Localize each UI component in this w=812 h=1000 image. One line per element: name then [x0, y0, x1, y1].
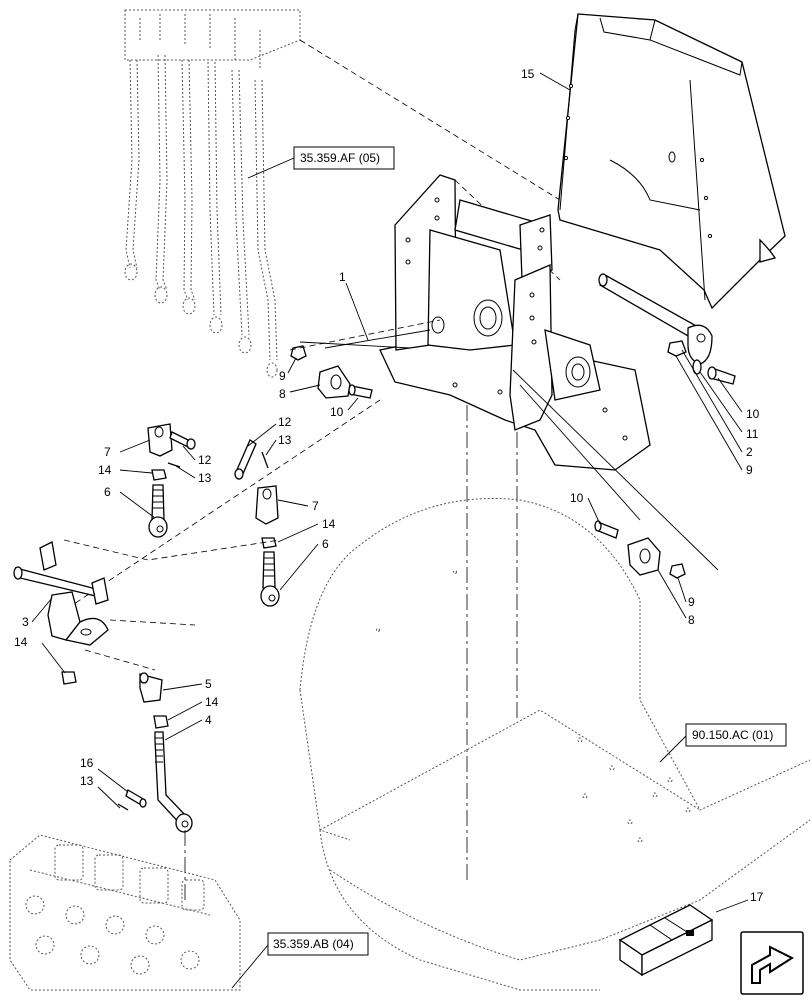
callout-14-left: 14 — [98, 463, 112, 477]
rod-end-left-part-6 — [148, 484, 168, 538]
callout-14-mid: 14 — [322, 517, 336, 531]
callout-10-left: 10 — [330, 405, 344, 419]
callout-6-mid: 6 — [322, 537, 329, 551]
reference-box-top[interactable]: 35.359.AF (05) — [293, 146, 395, 170]
callout-8-left: 8 — [279, 387, 286, 401]
callout-4: 4 — [205, 713, 212, 727]
reference-label-right: 90.150.AC (01) — [692, 728, 773, 742]
clevis-mid-part-7 — [255, 485, 279, 525]
nut-part-14-d — [153, 715, 169, 729]
rod-part-4 — [154, 731, 193, 833]
callout-17: 17 — [750, 890, 764, 904]
nut-right — [669, 563, 686, 579]
callout-9-right-bottom: 9 — [688, 595, 695, 609]
leader-ref-right — [659, 735, 687, 763]
next-page-arrow-icon[interactable] — [740, 931, 804, 995]
flange-bearing-left — [317, 365, 351, 399]
lever-part-3 — [13, 541, 109, 646]
fender-platform-ghost — [299, 497, 811, 991]
pin-part-16 — [125, 789, 147, 808]
callout-16: 16 — [80, 756, 94, 770]
leader-bracket — [299, 341, 411, 349]
leader-right-line2 — [519, 384, 641, 521]
pin-left-part-12 — [169, 431, 196, 450]
clevis-left-part-7 — [147, 423, 173, 457]
cotter-part-13 — [117, 803, 129, 811]
leader-ref-bottom — [231, 944, 269, 989]
phantom-line-lever2 — [109, 619, 196, 626]
cotter-left-part-13 — [167, 462, 181, 468]
callout-5: 5 — [205, 677, 212, 691]
main-bracket-part-1 — [379, 174, 651, 471]
callout-15: 15 — [521, 67, 535, 81]
leader-bearing — [324, 329, 431, 349]
callout-7-mid: 7 — [312, 499, 319, 513]
hardware-right — [667, 340, 736, 385]
reference-box-bottom[interactable]: 35.359.AB (04) — [267, 932, 369, 956]
flange-bearing-right — [627, 537, 661, 576]
nut-part-14-b — [261, 537, 277, 549]
phantom-line-lever3 — [84, 649, 156, 671]
bolt-left — [348, 384, 373, 399]
phantom-line-top — [299, 39, 561, 201]
callout-12-left: 12 — [198, 453, 212, 467]
callout-9-right-top: 9 — [746, 463, 753, 477]
upper-cover-part-15 — [557, 13, 786, 310]
callout-10-right-top: 10 — [746, 407, 760, 421]
cotter-mid-part-13 — [261, 451, 269, 469]
pivot-part-5 — [139, 672, 163, 703]
callout-7-left: 7 — [104, 445, 111, 459]
bolt-right — [594, 520, 619, 539]
callout-11: 11 — [746, 427, 759, 441]
leader-ref-top — [247, 157, 295, 179]
callout-numbers: 15 1 9 8 10 10 11 2 9 12 13 12 13 7 14 6… — [14, 67, 764, 904]
callout-1: 1 — [339, 270, 346, 284]
callout-9-left: 9 — [279, 369, 286, 383]
callout-12-mid: 12 — [278, 415, 292, 429]
callout-13-mid: 13 — [278, 433, 292, 447]
callout-14-lower: 14 — [205, 695, 219, 709]
control-valve-ghost — [9, 834, 241, 991]
pin-mid-part-12 — [234, 439, 257, 480]
callout-14-lever: 14 — [14, 635, 28, 649]
pin-part-2 — [598, 273, 713, 365]
callout-2: 2 — [746, 445, 753, 459]
phantom-line-left — [289, 319, 441, 351]
callout-6-left: 6 — [104, 485, 111, 499]
callout-10-right-bottom: 10 — [570, 491, 584, 505]
callout-8-right: 8 — [688, 613, 695, 627]
rod-end-mid-part-6 — [260, 551, 280, 607]
phantom-line-lever — [63, 539, 281, 561]
callout-3: 3 — [22, 615, 29, 629]
reference-label-bottom: 35.359.AB (04) — [273, 937, 354, 951]
nut-part-14-c — [61, 671, 77, 685]
reference-label-top: 35.359.AF (05) — [300, 151, 380, 165]
callout-leaders — [31, 72, 749, 913]
nut-part-14-a — [151, 469, 167, 481]
reference-box-right[interactable]: 90.150.AC (01) — [685, 723, 787, 747]
crate-icon — [618, 904, 714, 977]
callout-13-lower: 13 — [80, 774, 94, 788]
nut-left — [290, 345, 307, 361]
control-rods-ghost — [124, 9, 301, 378]
callout-13-left: 13 — [198, 471, 212, 485]
leader-right-line — [512, 369, 719, 571]
